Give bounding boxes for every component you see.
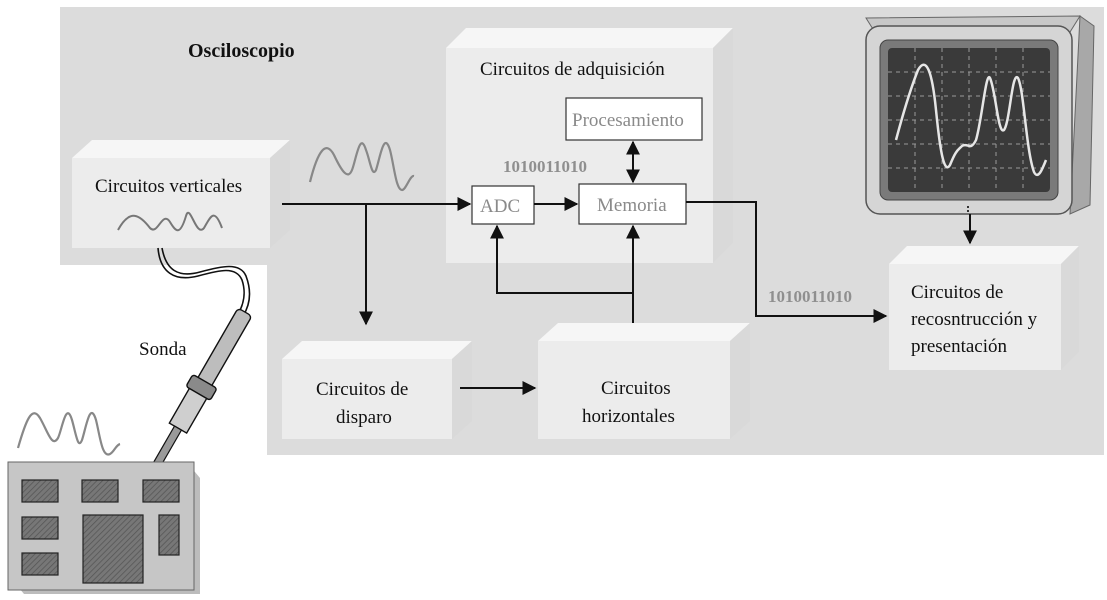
horizontal-label-line2: horizontales <box>582 406 675 427</box>
output-bits-label: 1010011010 <box>768 287 852 306</box>
board-waveform-icon <box>16 411 121 456</box>
signal-wires <box>282 140 977 395</box>
display-label-line1: Circuitos de <box>911 282 1003 303</box>
acquisition-circuits-block: Circuitos de adquisición <box>446 28 733 263</box>
memory-box <box>578 183 687 225</box>
waveform-icon <box>117 211 223 232</box>
horizontal-circuits-block: Circuitos horizontales <box>538 323 750 439</box>
oscilloscope-title: Osciloscopio <box>188 40 295 62</box>
crt-screen-icon <box>865 15 1095 215</box>
display-label-line3: presentación <box>911 336 1008 357</box>
adc-bits-label: 1010011010 <box>503 157 587 176</box>
adc-label: ADC <box>480 196 520 217</box>
trigger-label-line1: Circuitos de <box>316 379 408 400</box>
processing-label: Procesamiento <box>572 110 684 131</box>
trigger-circuits-block: Circuitos de disparo <box>282 341 472 439</box>
signal-waveform-icon <box>308 141 415 192</box>
vertical-circuits-block: Circuitos verticales <box>72 140 290 248</box>
trigger-label-line2: disparo <box>336 407 392 428</box>
circuit-board-icon <box>7 461 200 594</box>
processing-box <box>565 97 703 141</box>
probe-label: Sonda <box>139 339 187 360</box>
memory-label: Memoria <box>597 195 667 216</box>
display-circuits-block: Circuitos de recosntrucción y presentaci… <box>889 246 1079 370</box>
horizontal-label-line1: Circuitos <box>601 378 671 399</box>
probe-icon <box>147 247 252 481</box>
adc-box <box>471 185 535 225</box>
vertical-circuits-label: Circuitos verticales <box>95 176 242 197</box>
acquisition-circuits-label: Circuitos de adquisición <box>480 59 665 80</box>
display-label-line2: recosntrucción y <box>911 309 1038 330</box>
